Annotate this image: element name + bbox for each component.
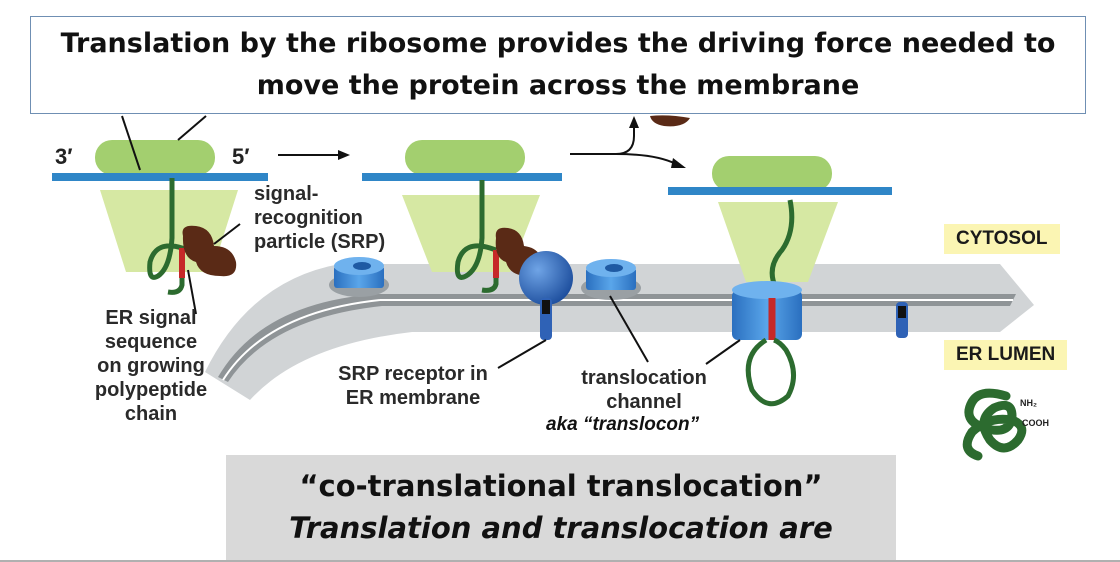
srp-label-line-3: particle (SRP) — [254, 231, 386, 253]
ribosome-2 — [362, 140, 573, 369]
ribosome-1 — [52, 115, 268, 295]
er-signal-line-2: sequence — [104, 331, 198, 353]
page-title: Translation by the ribosome provides the… — [60, 28, 1056, 101]
folded-protein-icon — [962, 388, 1027, 461]
er-lumen-label: ER LUMEN — [944, 340, 1068, 370]
bottom-divider — [0, 560, 1120, 562]
er-membrane — [205, 264, 1034, 400]
three-prime-label: 3′ — [55, 144, 73, 169]
srp-receptor-2 — [880, 248, 924, 338]
polypeptide-2 — [454, 180, 497, 280]
cooh-label: COOH — [1022, 418, 1049, 428]
srp-label-line-2: recognition — [254, 207, 363, 229]
srp-particle-1 — [182, 225, 237, 277]
ribosome-3 — [668, 156, 892, 407]
srp-receptor-line-2: ER membrane — [345, 387, 481, 409]
srp-label: signal- recognition particle (SRP) — [254, 182, 385, 254]
cytosol-label: CYTOSOL — [944, 224, 1060, 254]
nh2-label: NH₂ — [1020, 398, 1037, 408]
er-signal-line-4: polypeptide — [94, 379, 208, 401]
er-signal-line-5: chain — [124, 403, 178, 425]
translocon-aka-label: aka “translocon” — [546, 414, 700, 435]
mrna-strand-3 — [668, 187, 892, 195]
translocation-line-1: translocation — [581, 367, 707, 389]
polypeptide-3 — [769, 199, 795, 300]
srp-receptor-1 — [519, 251, 573, 305]
mrna-strand-1 — [52, 173, 268, 181]
srp-label-line-1: signal- — [254, 183, 319, 205]
summary-box: “co-translational translocation” Transla… — [226, 455, 896, 562]
transition-arrow-2 — [570, 115, 690, 168]
srp-receptor-line-1: SRP receptor in — [338, 363, 488, 385]
srp-receptor-label: SRP receptor in ER membrane — [318, 362, 508, 410]
translocation-channel-active — [732, 290, 802, 340]
title-box: Translation by the ribosome provides the… — [30, 16, 1086, 114]
translocation-channel-free-1 — [329, 257, 389, 297]
five-prime-label: 5′ — [232, 144, 250, 169]
er-signal-line-1: ER signal — [105, 307, 197, 329]
translocation-line-2: channel — [606, 391, 682, 413]
summary-line-1: “co-translational translocation” — [299, 469, 823, 503]
translocation-channel-label: translocation channel — [556, 366, 732, 414]
transition-arrow-1 — [278, 150, 350, 160]
mrna-strand-2 — [362, 173, 562, 181]
er-signal-label: ER signal sequence on growing polypeptid… — [66, 306, 236, 426]
srp-released — [650, 115, 690, 127]
er-signal-line-3: on growing — [97, 355, 205, 377]
summary-line-2: Translation and translocation are — [289, 511, 833, 545]
polypeptide-1 — [147, 178, 191, 280]
translocation-channel-free-2 — [581, 259, 649, 363]
